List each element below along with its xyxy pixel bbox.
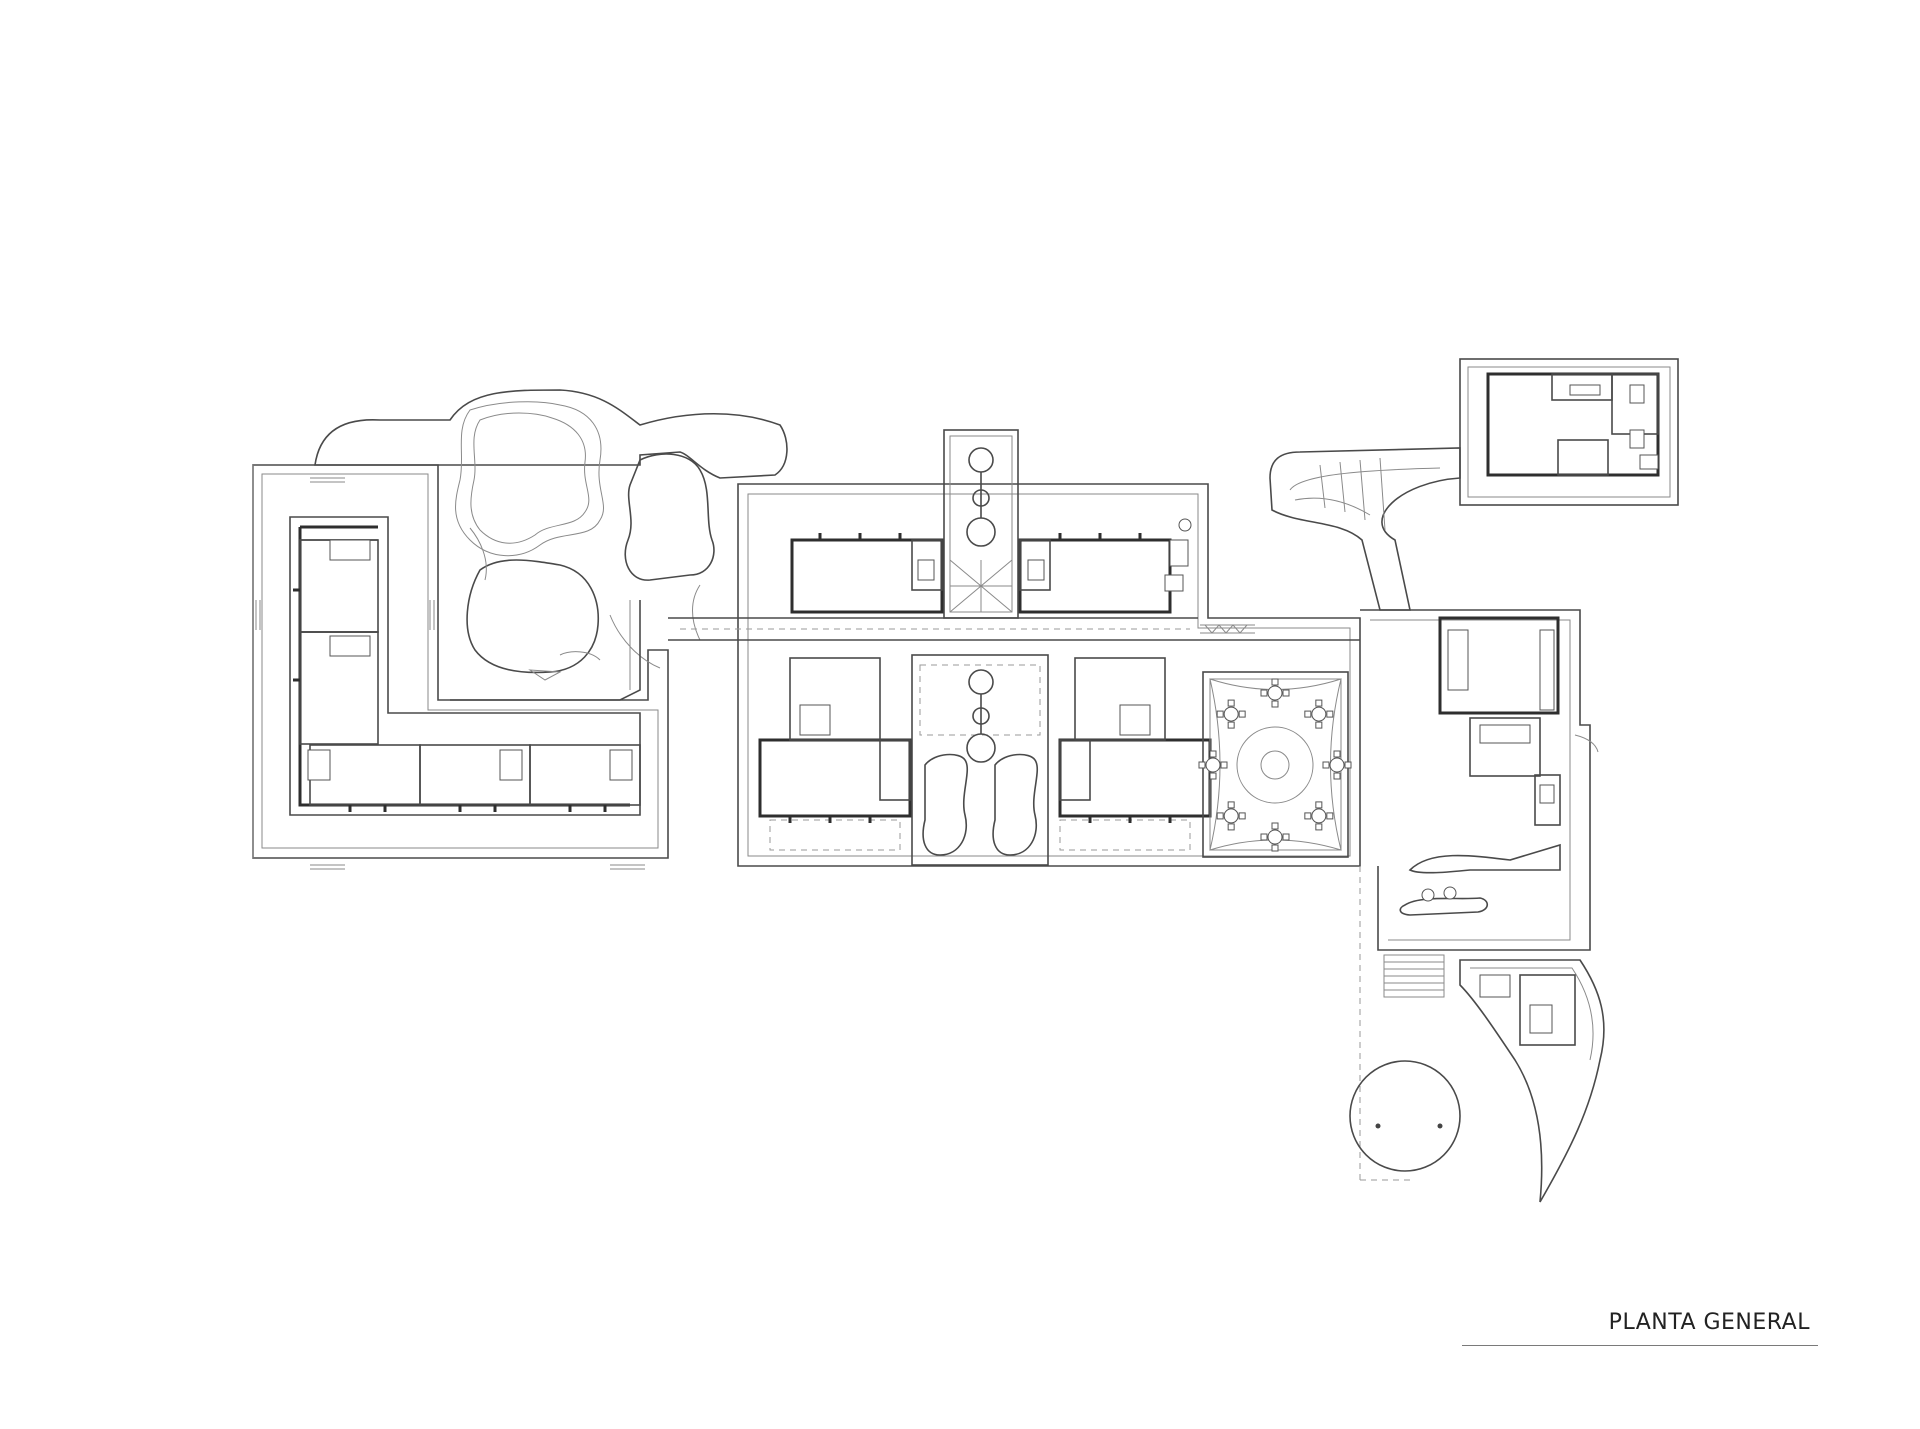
restaurant-chair bbox=[1216, 812, 1224, 820]
restaurant-table bbox=[1311, 706, 1327, 722]
restaurant-chair bbox=[1304, 812, 1312, 820]
restaurant-chair bbox=[1282, 689, 1290, 697]
garden-pools bbox=[314, 389, 788, 701]
restaurant-chair bbox=[1282, 833, 1290, 841]
restaurant-chair bbox=[1344, 761, 1352, 769]
title-underline bbox=[1462, 1345, 1818, 1346]
restaurant-chair bbox=[1322, 761, 1330, 769]
restaurant-chair bbox=[1209, 750, 1217, 758]
restaurant-chair bbox=[1315, 721, 1323, 729]
restaurant-chair bbox=[1260, 833, 1268, 841]
central-block bbox=[668, 429, 1361, 867]
restaurant-table bbox=[1223, 808, 1239, 824]
restaurant-chair bbox=[1227, 699, 1235, 707]
restaurant-chair bbox=[1238, 710, 1246, 718]
west-wing bbox=[252, 464, 669, 870]
restaurant-chair bbox=[1238, 812, 1246, 820]
restaurant-chair bbox=[1216, 710, 1224, 718]
restaurant-table bbox=[1223, 706, 1239, 722]
spa-pavilion bbox=[1269, 358, 1679, 611]
restaurant-chair bbox=[1198, 761, 1206, 769]
restaurant-chair bbox=[1260, 689, 1268, 697]
restaurant-chair bbox=[1209, 772, 1217, 780]
restaurant-chair bbox=[1220, 761, 1228, 769]
restaurant-chair bbox=[1304, 710, 1312, 718]
restaurant-chair bbox=[1315, 801, 1323, 809]
restaurant-table bbox=[1329, 757, 1345, 773]
restaurant-chair bbox=[1271, 844, 1279, 852]
restaurant-chair bbox=[1326, 710, 1334, 718]
drawing-title: PLANTA GENERAL bbox=[1608, 1310, 1810, 1335]
restaurant-table bbox=[1267, 829, 1283, 845]
restaurant-chair bbox=[1227, 823, 1235, 831]
restaurant-chair bbox=[1227, 801, 1235, 809]
restaurant-chair bbox=[1315, 823, 1323, 831]
east-wing bbox=[1349, 609, 1605, 1203]
restaurant-chair bbox=[1333, 772, 1341, 780]
restaurant-table bbox=[1205, 757, 1221, 773]
restaurant-chair bbox=[1271, 678, 1279, 686]
restaurant-chair bbox=[1315, 699, 1323, 707]
restaurant-chair bbox=[1271, 700, 1279, 708]
restaurant-chair bbox=[1333, 750, 1341, 758]
restaurant bbox=[1198, 624, 1352, 858]
restaurant-table bbox=[1311, 808, 1327, 824]
restaurant-chair bbox=[1326, 812, 1334, 820]
restaurant-chair bbox=[1271, 822, 1279, 830]
restaurant-table bbox=[1267, 685, 1283, 701]
restaurant-chair bbox=[1227, 721, 1235, 729]
